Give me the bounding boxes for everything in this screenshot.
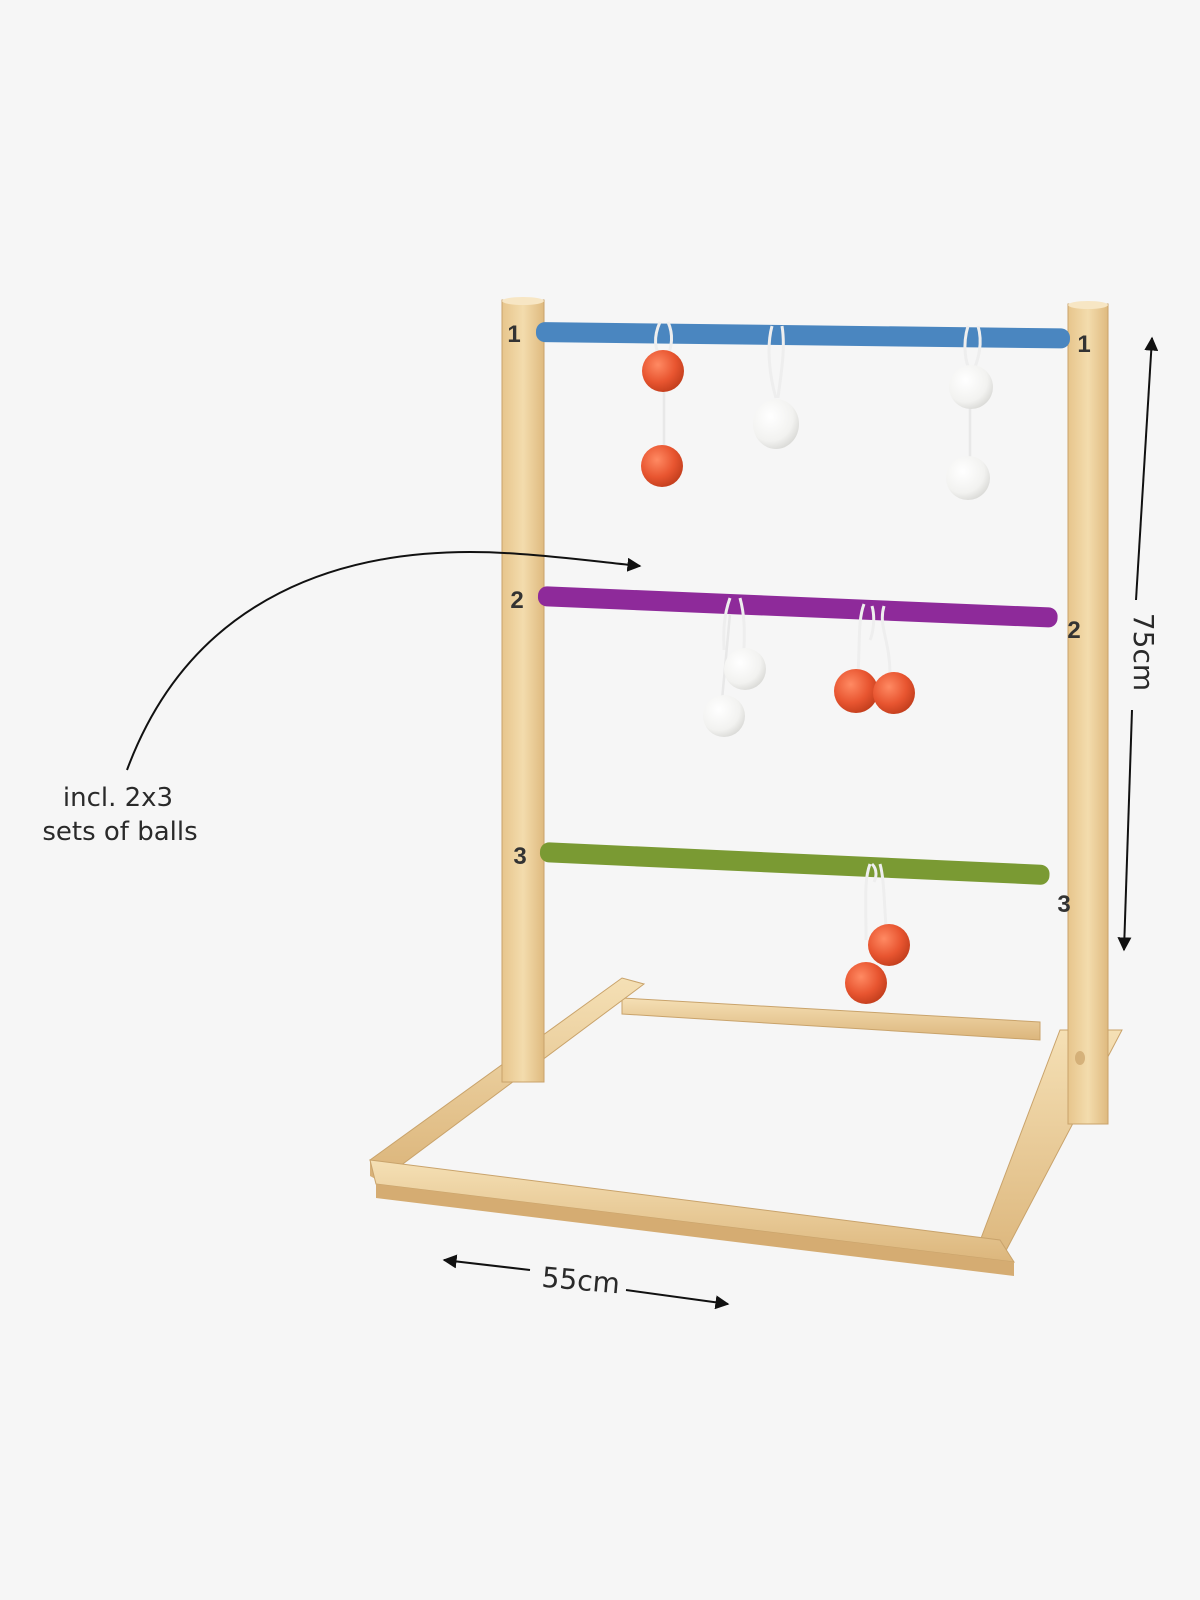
bola-red-top — [641, 321, 684, 487]
base-back-rail — [621, 997, 1041, 1041]
rung-1 — [535, 322, 1070, 349]
rung-label-left-1: 1 — [507, 321, 520, 348]
width-arrow-right — [625, 1289, 730, 1310]
rung-label-right-1: 1 — [1077, 331, 1090, 358]
rung-label-left-3: 3 — [513, 843, 526, 870]
width-arrow-left — [442, 1254, 531, 1271]
rung-label-right-3: 3 — [1057, 891, 1070, 918]
width-label: 55cm — [540, 1261, 621, 1301]
bola-white-top-right — [946, 325, 993, 500]
rung-label-left-2: 2 — [510, 587, 523, 614]
rung-3 — [539, 842, 1050, 885]
height-arrow-upper — [1135, 336, 1159, 601]
left-post — [501, 297, 545, 1083]
base-frame — [369, 977, 1123, 1276]
balls-note-line2: sets of balls — [42, 817, 197, 847]
bola-red-bottom — [845, 862, 910, 1004]
bola-white-middle — [703, 597, 766, 737]
bola-red-middle — [834, 603, 915, 714]
rung-label-right-2: 2 — [1067, 617, 1080, 644]
height-label: 75cm — [1127, 613, 1160, 691]
balls-pointer-arrow — [126, 551, 642, 771]
bola-white-top-center — [753, 325, 799, 449]
height-arrow-lower — [1117, 709, 1133, 952]
base-front-rail — [369, 1159, 1015, 1263]
balls-note-line1: incl. 2x3 — [63, 783, 173, 813]
rung-2 — [537, 586, 1058, 628]
right-post — [1067, 301, 1109, 1125]
base-front-rail-side — [376, 1184, 1014, 1276]
